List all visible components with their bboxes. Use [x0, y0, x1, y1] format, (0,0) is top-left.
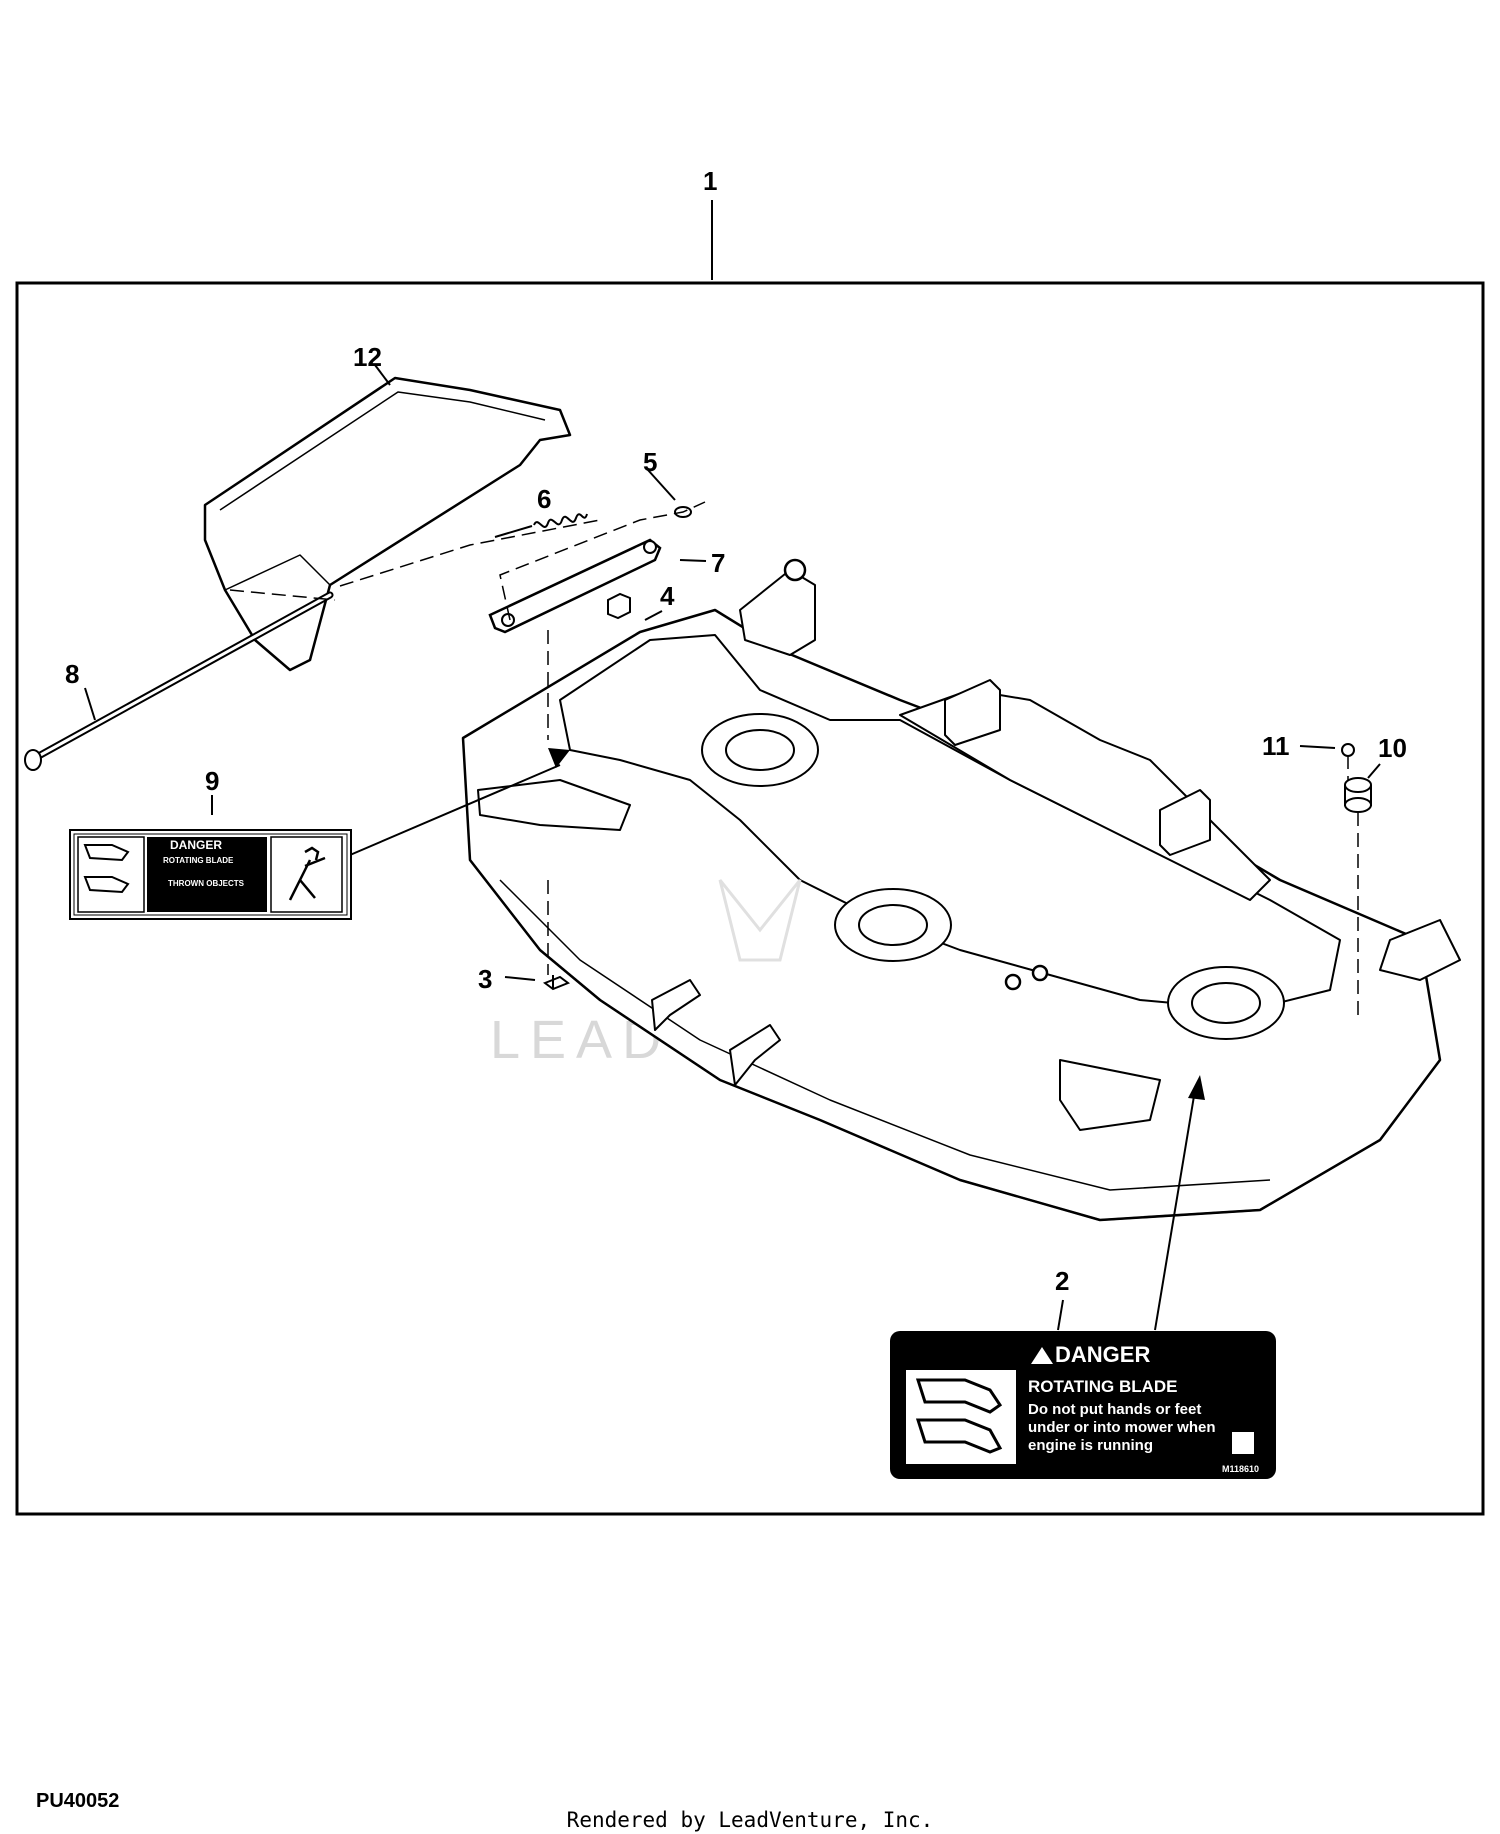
danger-label-small: DANGER ROTATING BLADE THROWN OBJECTS [69, 829, 352, 920]
thrown-objects-icon [288, 846, 326, 901]
danger-line-3: engine is running [1028, 1437, 1153, 1454]
arrow-head [1188, 1075, 1205, 1100]
callout-6: 6 [537, 484, 551, 514]
warning-triangle-icon [1031, 1347, 1053, 1364]
callout-9: 9 [205, 766, 219, 796]
danger-line-1: Do not put hands or feet [1028, 1401, 1201, 1418]
danger-title-large: ROTATING BLADE [1028, 1377, 1178, 1396]
diagram-code: PU40052 [36, 1790, 120, 1812]
label-code: M118610 [1222, 1464, 1259, 1474]
qr-code-icon [1232, 1432, 1254, 1454]
callout-5: 5 [643, 447, 657, 477]
callout-12: 12 [353, 342, 382, 372]
mower-deck [461, 558, 1461, 1222]
danger-warning-small: THROWN OBJECTS [168, 879, 245, 888]
callout-7: 7 [711, 548, 725, 578]
callout-3: 3 [478, 964, 492, 994]
leader-lines [84, 200, 1381, 1331]
callout-4: 4 [660, 581, 675, 611]
rendered-by-footer: Rendered by LeadVenture, Inc. [566, 1808, 934, 1832]
danger-line-2: under or into mower when [1028, 1419, 1216, 1436]
arrow-head [548, 748, 570, 768]
danger-title-small: ROTATING BLADE [163, 856, 234, 865]
hand-icon-small [83, 844, 130, 894]
callout-8: 8 [65, 659, 79, 689]
assembly-frame [15, 281, 1485, 1516]
hand-icon [915, 1378, 1003, 1454]
assembly-lines [229, 501, 1359, 1015]
danger-header-large: DANGER [1055, 1342, 1150, 1367]
door-plate [488, 538, 662, 634]
watermark-logo-icon [718, 879, 802, 962]
hardware [542, 506, 1372, 991]
callout-2: 2 [1055, 1266, 1069, 1296]
callout-10: 10 [1378, 733, 1407, 763]
callout-1: 1 [703, 166, 717, 196]
danger-label-large: DANGER ROTATING BLADE Do not put hands o… [890, 1331, 1276, 1479]
danger-header-small: DANGER [170, 838, 222, 852]
callout-11: 11 [1262, 731, 1290, 761]
spring [494, 513, 588, 538]
